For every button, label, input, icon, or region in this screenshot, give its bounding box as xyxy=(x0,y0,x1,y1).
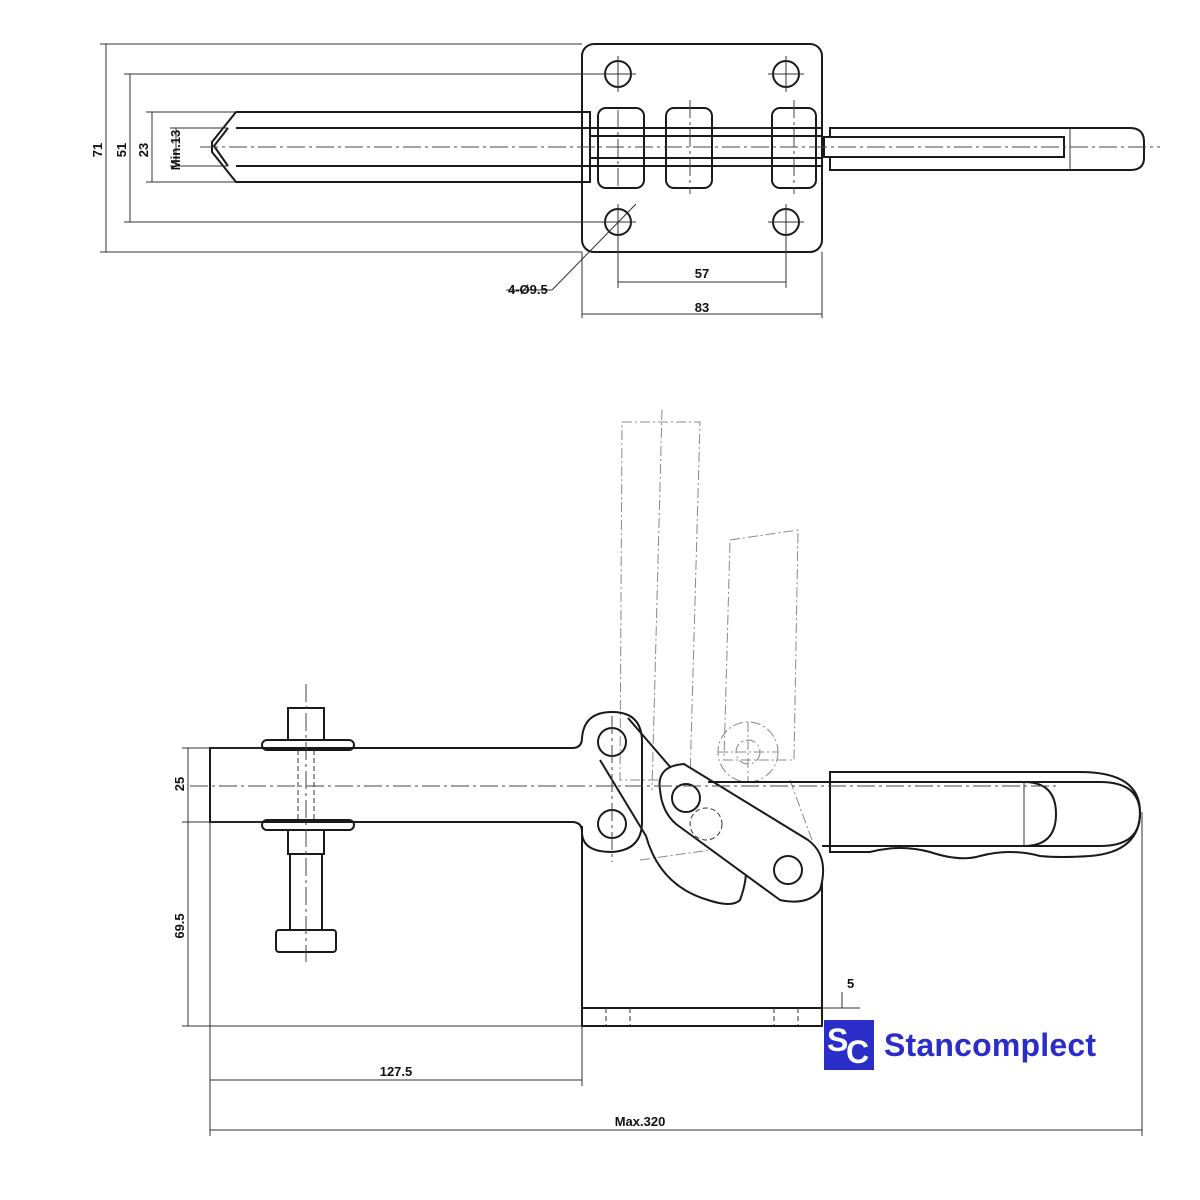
side-vertical-dimensions: 25 69.5 xyxy=(172,747,582,1027)
top-horizontal-dimensions: 57 83 xyxy=(581,236,823,318)
top-vertical-dimensions: 71 51 23 Min.13 xyxy=(90,43,604,253)
dim-holes: 4-Ø9.5 xyxy=(508,282,548,297)
dim-5-group: 5 xyxy=(822,976,860,1009)
dim-23: 23 xyxy=(136,143,151,157)
brand-logo: S C Stancomplect xyxy=(824,1020,1096,1070)
pivot-links xyxy=(581,107,823,189)
dim-69-5: 69.5 xyxy=(172,913,187,938)
dim-5: 5 xyxy=(847,976,854,991)
brand-name: Stancomplect xyxy=(884,1026,1097,1063)
spindle xyxy=(261,684,355,962)
side-view: 25 69.5 5 127.5 Max.320 xyxy=(172,409,1143,1136)
linkage xyxy=(599,717,824,905)
dim-max320: Max.320 xyxy=(615,1114,666,1129)
dim-25: 25 xyxy=(172,777,187,791)
handle-top xyxy=(823,127,1145,171)
dim-51: 51 xyxy=(114,143,129,157)
top-view: 71 51 23 Min.13 4-Ø9.5 57 83 xyxy=(90,43,1160,318)
hole-callout: 4-Ø9.5 xyxy=(506,203,637,297)
sc-logo-icon: S C xyxy=(824,1020,874,1070)
dim-min13: Min.13 xyxy=(168,130,183,170)
side-horizontal-dimensions: 127.5 Max.320 xyxy=(209,812,1143,1136)
dim-83: 83 xyxy=(695,300,709,315)
base-body xyxy=(581,826,823,1027)
dim-57: 57 xyxy=(695,266,709,281)
dim-71: 71 xyxy=(90,143,105,157)
clamp-arm xyxy=(209,710,643,854)
dim-127-5: 127.5 xyxy=(380,1064,413,1079)
handle xyxy=(708,771,1142,860)
